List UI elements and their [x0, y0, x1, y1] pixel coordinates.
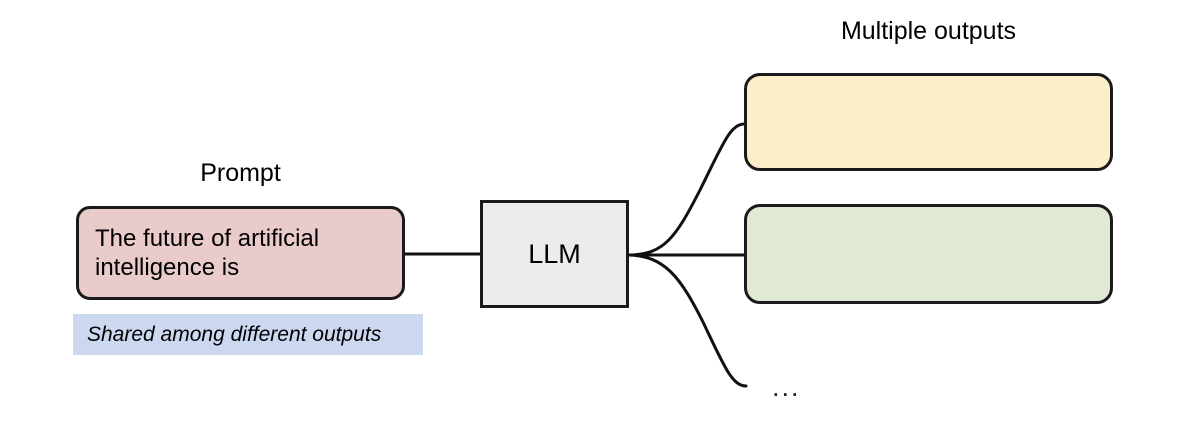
llm-box[interactable]: LLM: [480, 200, 629, 308]
prompt-box-text: The future of artificial intelligence is: [95, 224, 320, 281]
shared-among-outputs-note: Shared among different outputs: [73, 314, 423, 355]
prompt-box[interactable]: The future of artificial intelligence is: [76, 206, 405, 300]
edge-llm-to-ellipsis: [627, 253, 748, 388]
ellipsis-more-outputs: ...: [772, 372, 801, 402]
shared-note-text: Shared among different outputs: [87, 322, 382, 346]
output-box-2[interactable]: [744, 204, 1113, 304]
output-box-1[interactable]: [744, 73, 1113, 171]
prompt-label: Prompt: [200, 159, 281, 187]
llm-box-text: LLM: [528, 238, 581, 269]
multiple-outputs-label: Multiple outputs: [840, 17, 1017, 45]
edge-llm-to-output-1: [627, 122, 746, 257]
